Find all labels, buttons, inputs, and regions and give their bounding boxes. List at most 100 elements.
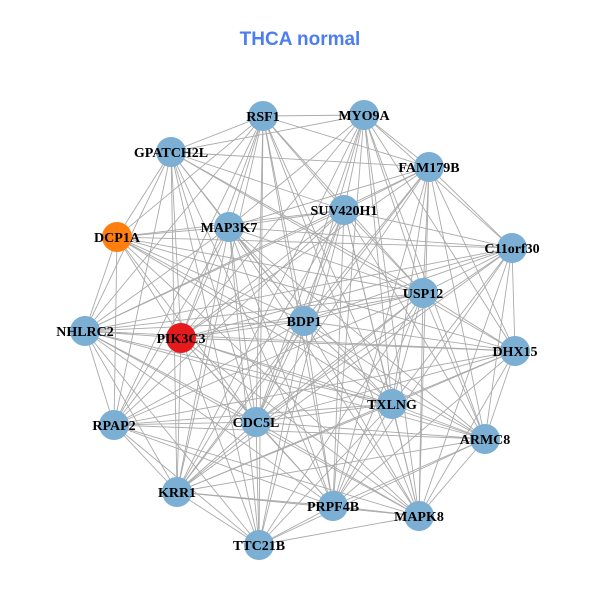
node-label: NHLRC2 — [56, 325, 114, 340]
edge-FAM179B-ARMC8 — [428, 166, 486, 440]
edge-PIK3C3-MAPK8 — [180, 337, 420, 517]
edge-MAP3K7-DCP1A — [116, 226, 230, 238]
edge-MAPK8-TTC21B — [258, 515, 420, 546]
edge-MAP3K7-PRPF4B — [228, 226, 334, 507]
edge-PIK3C3-KRR1 — [176, 337, 182, 493]
edge-BDP1-RPAP2 — [113, 320, 305, 426]
node-label: PIK3C3 — [157, 332, 206, 347]
edge-C11orf30-PRPF4B — [332, 247, 513, 507]
edge-DCP1A-NHLRC2 — [84, 236, 118, 332]
node-circle — [377, 389, 407, 419]
node-suv420h1: SUV420H1 — [311, 195, 378, 225]
edge-BDP1-TXLNG — [303, 320, 393, 405]
edge-DCP1A-MAPK8 — [116, 236, 420, 517]
node-armc8: ARMC8 — [460, 424, 510, 454]
edge-DCP1A-DHX15 — [116, 236, 516, 352]
edge-BDP1-TTC21B — [258, 320, 305, 546]
edge-USP12-ARMC8 — [422, 292, 486, 440]
edge-PIK3C3-DHX15 — [180, 337, 516, 352]
edge-NHLRC2-RPAP2 — [84, 330, 115, 426]
node-map3k7: MAP3K7 — [201, 212, 257, 242]
edge-ARMC8-TTC21B — [258, 438, 486, 546]
node-label: USP12 — [403, 287, 443, 302]
edge-MAP3K7-BDP1 — [228, 226, 305, 322]
edge-USP12-NHLRC2 — [84, 292, 424, 332]
edge-ARMC8-PRPF4B — [332, 438, 486, 507]
edge-GPATCH2L-CDC5L — [170, 151, 257, 423]
node-label: RSF1 — [246, 110, 279, 125]
node-rsf1: RSF1 — [246, 101, 280, 131]
edge-MYO9A-GPATCH2L — [170, 114, 365, 153]
edge-DHX15-ARMC8 — [484, 350, 516, 440]
node-rpap2: RPAP2 — [92, 410, 136, 440]
edge-CDC5L-KRR1 — [176, 421, 257, 493]
edge-MAP3K7-NHLRC2 — [84, 226, 230, 332]
node-label: C11orf30 — [484, 242, 539, 257]
edge-CDC5L-PRPF4B — [255, 421, 334, 507]
node-label: CDC5L — [233, 416, 280, 431]
edge-MAP3K7-ARMC8 — [228, 226, 486, 440]
node-circle — [162, 477, 192, 507]
edge-PIK3C3-TTC21B — [180, 337, 260, 546]
node-circle — [289, 306, 319, 336]
edge-FAM179B-NHLRC2 — [84, 166, 430, 332]
edge-GPATCH2L-DCP1A — [116, 151, 172, 238]
edge-SUV420H1-USP12 — [343, 209, 424, 294]
node-circle — [329, 195, 359, 225]
edge-NHLRC2-TTC21B — [84, 330, 260, 546]
node-krr1: KRR1 — [158, 477, 196, 507]
edge-C11orf30-PIK3C3 — [180, 247, 513, 339]
edge-GPATCH2L-SUV420H1 — [170, 151, 345, 211]
edge-BDP1-KRR1 — [176, 320, 305, 493]
edge-RSF1-FAM179B — [262, 115, 430, 168]
edge-GPATCH2L-DHX15 — [170, 151, 516, 352]
node-label: BDP1 — [287, 315, 322, 330]
edge-SUV420H1-PIK3C3 — [180, 209, 345, 339]
edge-BDP1-MAPK8 — [303, 320, 420, 517]
node-mapk8: MAPK8 — [394, 501, 444, 531]
edge-RPAP2-KRR1 — [113, 424, 178, 493]
edge-BDP1-NHLRC2 — [84, 320, 305, 332]
node-label: SUV420H1 — [311, 204, 378, 219]
node-circle — [408, 278, 438, 308]
edge-GPATCH2L-RPAP2 — [113, 151, 172, 426]
node-c11orf30: C11orf30 — [484, 233, 540, 263]
node-circle — [318, 491, 348, 521]
node-label: TTC21B — [233, 539, 285, 554]
edge-DCP1A-USP12 — [116, 236, 424, 294]
edge-SUV420H1-C11orf30 — [343, 209, 513, 249]
node-label: RPAP2 — [92, 419, 135, 434]
node-label: MAPK8 — [394, 510, 444, 525]
edge-RPAP2-PRPF4B — [113, 424, 334, 507]
edge-RSF1-MAP3K7 — [228, 115, 264, 228]
edge-NHLRC2-KRR1 — [84, 330, 178, 493]
diagram-title: THCA normal — [239, 29, 361, 50]
edge-RSF1-TXLNG — [262, 115, 393, 405]
edge-USP12-TXLNG — [391, 292, 424, 405]
edge-USP12-DHX15 — [422, 292, 516, 352]
node-nhlrc2: NHLRC2 — [56, 316, 114, 346]
edge-USP12-MAPK8 — [418, 292, 424, 517]
edge-MYO9A-PIK3C3 — [180, 114, 365, 339]
edge-DHX15-PRPF4B — [332, 350, 516, 507]
edge-BDP1-DHX15 — [303, 320, 516, 352]
edge-C11orf30-TXLNG — [391, 247, 513, 405]
node-circle — [99, 410, 129, 440]
edge-FAM179B-MAP3K7 — [228, 166, 430, 228]
edge-SUV420H1-RPAP2 — [113, 209, 345, 426]
edge-RPAP2-MAPK8 — [113, 424, 420, 517]
edge-MAP3K7-C11orf30 — [228, 226, 513, 249]
edge-MAP3K7-TTC21B — [228, 226, 260, 546]
node-cdc5l: CDC5L — [233, 407, 280, 437]
edge-DHX15-MAPK8 — [418, 350, 516, 517]
edge-C11orf30-MAPK8 — [418, 247, 513, 517]
edge-USP12-KRR1 — [176, 292, 424, 493]
node-label: GPATCH2L — [134, 146, 208, 161]
edge-DHX15-CDC5L — [255, 350, 516, 423]
node-myo9a: MYO9A — [338, 100, 391, 130]
edge-RSF1-GPATCH2L — [170, 115, 264, 153]
node-label: MYO9A — [338, 109, 390, 124]
